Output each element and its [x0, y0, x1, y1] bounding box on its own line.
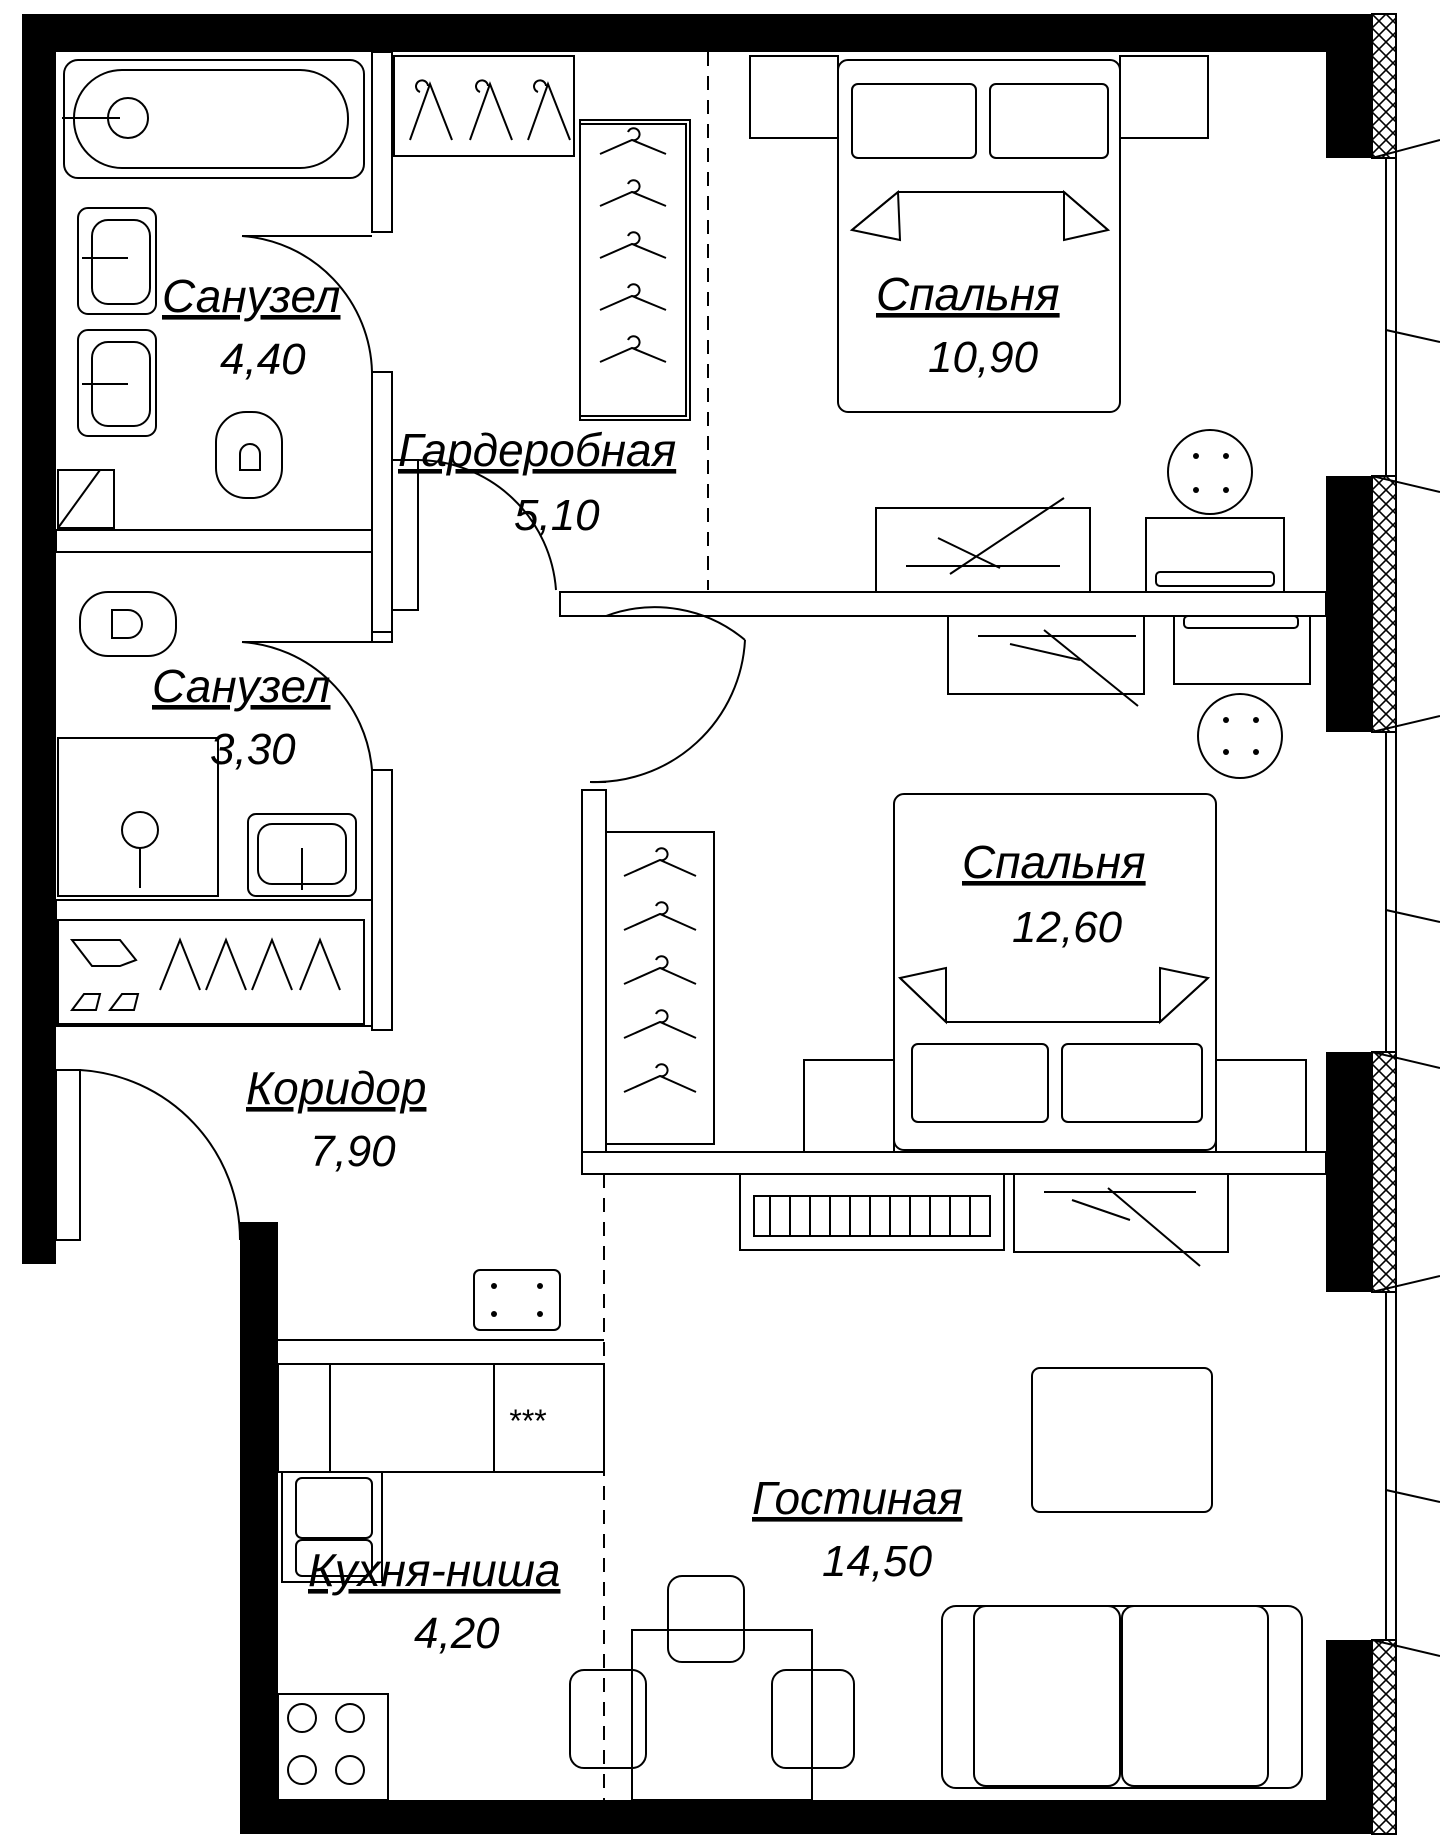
- room-name-bath1: Санузел: [162, 270, 341, 322]
- facade-hatched-walls: [1371, 13, 1397, 1835]
- bed-bedroom2: [893, 793, 1217, 1151]
- room-area-bath1: 4,40: [220, 335, 306, 384]
- room-name-living: Гостиная: [752, 1472, 962, 1524]
- nightstands-bedroom2: [803, 1059, 1307, 1153]
- toilet-bath2: [79, 591, 177, 657]
- doors: [70, 235, 746, 1241]
- stool-corridor: [473, 1269, 561, 1331]
- room-name-bedroom1: Спальня: [876, 268, 1060, 320]
- exterior-walls: [22, 14, 1372, 1834]
- shoe-rack: [57, 919, 365, 1025]
- toilet-bath1: [215, 411, 283, 499]
- tv-stand-living: [1013, 1173, 1229, 1267]
- room-name-bath2: Санузел: [152, 660, 331, 712]
- room-area-corridor: 7,90: [310, 1127, 396, 1176]
- room-area-wardrobe: 5,10: [514, 491, 600, 540]
- kitchen-counter: [277, 1363, 605, 1801]
- sofa: [941, 1605, 1303, 1789]
- wardrobe-racks: [393, 55, 687, 417]
- stool-bedroom1: [1167, 429, 1253, 515]
- desk-bedroom2: [947, 615, 1145, 707]
- drawer-bedroom2: [1173, 615, 1311, 685]
- wardrobe-cabinet-bedroom1: [749, 55, 1209, 139]
- sinks-bath1: [77, 207, 157, 437]
- shower-bath2: [57, 737, 219, 897]
- wardrobe-rack-bedroom2: [605, 831, 715, 1145]
- room-area-bedroom2: 12,60: [1012, 903, 1123, 952]
- sink-bath2: [247, 813, 357, 897]
- room-labels: Санузел 4,40 Гардеробная 5,10 Спальня 10…: [152, 268, 1146, 1658]
- bed-bedroom1: [837, 59, 1121, 413]
- room-name-kitchen: Кухня-ниша: [308, 1544, 560, 1596]
- room-name-bedroom2: Спальня: [962, 836, 1146, 888]
- stool-bedroom2: [1197, 693, 1283, 779]
- table-bedroom1: [875, 497, 1091, 593]
- shower-corner-bath1: [57, 469, 115, 529]
- coffee-table: [1031, 1367, 1213, 1513]
- room-area-living: 14,50: [822, 1537, 933, 1586]
- bathtub: [62, 59, 365, 179]
- room-area-bedroom1: 10,90: [928, 333, 1039, 382]
- nightstand-bedroom1: [1145, 517, 1285, 593]
- room-area-bath2: 3,30: [210, 725, 296, 774]
- room-area-kitchen: 4,20: [414, 1609, 500, 1658]
- windows: [1371, 139, 1440, 1657]
- dining-table: [569, 1575, 855, 1801]
- room-name-wardrobe: Гардеробная: [398, 424, 676, 476]
- room-name-corridor: Коридор: [246, 1062, 426, 1114]
- radiator-living: [739, 1173, 1005, 1251]
- hob-label: ***: [508, 1403, 547, 1439]
